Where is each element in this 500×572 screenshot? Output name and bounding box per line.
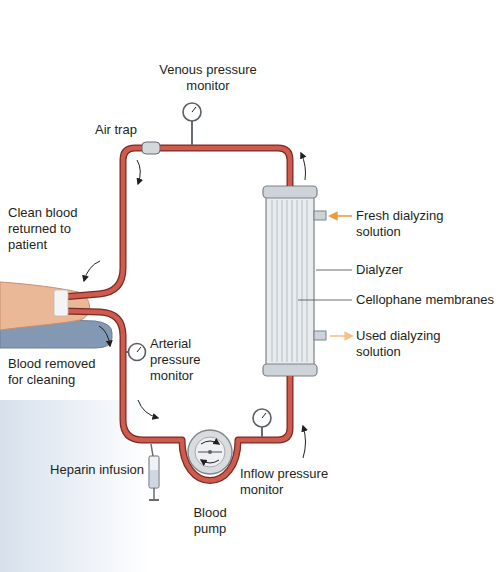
dialysate-port (314, 211, 326, 220)
flow-arrow (301, 153, 306, 180)
callout-label: Venous pressure monitor (143, 62, 273, 94)
syringe-plunger (153, 488, 155, 500)
air-trap (142, 142, 160, 154)
rotation-arrow (201, 460, 219, 463)
tube-outline (62, 311, 290, 481)
leader-line (316, 270, 352, 271)
label-holder: Arterial pressure monitor (150, 336, 222, 384)
callout-label: Dialyzer (356, 262, 466, 278)
fiber (297, 200, 298, 362)
pump-housing (188, 430, 232, 474)
dialysate-in-arrow (330, 215, 352, 217)
rotation-arrow (201, 441, 219, 444)
syringe-needle (151, 444, 153, 456)
label-holder: Venous pressure monitor (143, 62, 273, 94)
membrane-fibers (272, 200, 307, 362)
fiber (302, 200, 303, 362)
callout-label: Cellophane membranes (356, 292, 496, 308)
dialyzer-cap (263, 186, 317, 198)
blood-tube (62, 148, 290, 297)
dialyzer-cap (263, 364, 317, 376)
gauge-stem (191, 121, 193, 145)
gauge-needle (262, 413, 266, 418)
pump-rotor (195, 437, 225, 467)
flow-arrow (84, 261, 100, 281)
fiber (277, 200, 278, 362)
callout-label: Air trap (95, 122, 155, 138)
label-holder: Clean blood returned to patient (8, 205, 96, 253)
pressure-gauge (253, 409, 271, 427)
gauge-stem (261, 427, 263, 437)
blood-tube (62, 311, 290, 481)
callout-label: Inflow pressure monitor (240, 466, 350, 498)
callout-label: Blood pump (180, 505, 240, 537)
leader-line (298, 300, 352, 301)
label-holder: Heparin infusion (34, 462, 144, 478)
fiber (287, 200, 288, 362)
callout-label: Blood removed for cleaning (8, 356, 96, 388)
syringe-barrel (149, 456, 159, 488)
callout-label: Used dialyzing solution (356, 328, 466, 360)
gauge-needle (137, 347, 141, 352)
flow-arrow (138, 400, 158, 418)
label-holder: Used dialyzing solution (356, 328, 466, 360)
label-holder: Blood pump (180, 505, 240, 537)
syringe-fluid (150, 470, 158, 487)
flow-arrow (303, 426, 306, 458)
label-holder: Blood removed for cleaning (8, 356, 96, 388)
pressure-gauge (183, 103, 201, 121)
callout-label: Clean blood returned to patient (8, 205, 96, 253)
fiber (292, 200, 293, 362)
flow-arrow (137, 160, 140, 184)
label-holder: Dialyzer (356, 262, 466, 278)
label-holder: Fresh dialyzing solution (356, 208, 466, 240)
fiber (282, 200, 283, 362)
callout-label: Heparin infusion (34, 462, 144, 478)
label-holder: Inflow pressure monitor (240, 466, 350, 498)
callout-label: Fresh dialyzing solution (356, 208, 466, 240)
tube-outline (62, 148, 290, 297)
callout-label: Arterial pressure monitor (150, 336, 222, 384)
syringe-plunger (149, 499, 159, 501)
flow-arrow (99, 326, 110, 346)
dialyzer-body (266, 196, 314, 366)
label-holder: Cellophane membranes (356, 292, 496, 308)
fiber (272, 200, 273, 362)
dialysate-out-arrow (330, 335, 352, 337)
needle-tape (54, 290, 68, 316)
rotor-hub (208, 450, 212, 454)
fiber (307, 200, 308, 362)
patient-arm (0, 282, 90, 330)
label-holder: Air trap (95, 122, 155, 138)
pressure-gauge (129, 344, 146, 361)
dialysate-port (314, 331, 326, 340)
background-shade (0, 400, 150, 572)
gauge-needle (192, 107, 196, 112)
